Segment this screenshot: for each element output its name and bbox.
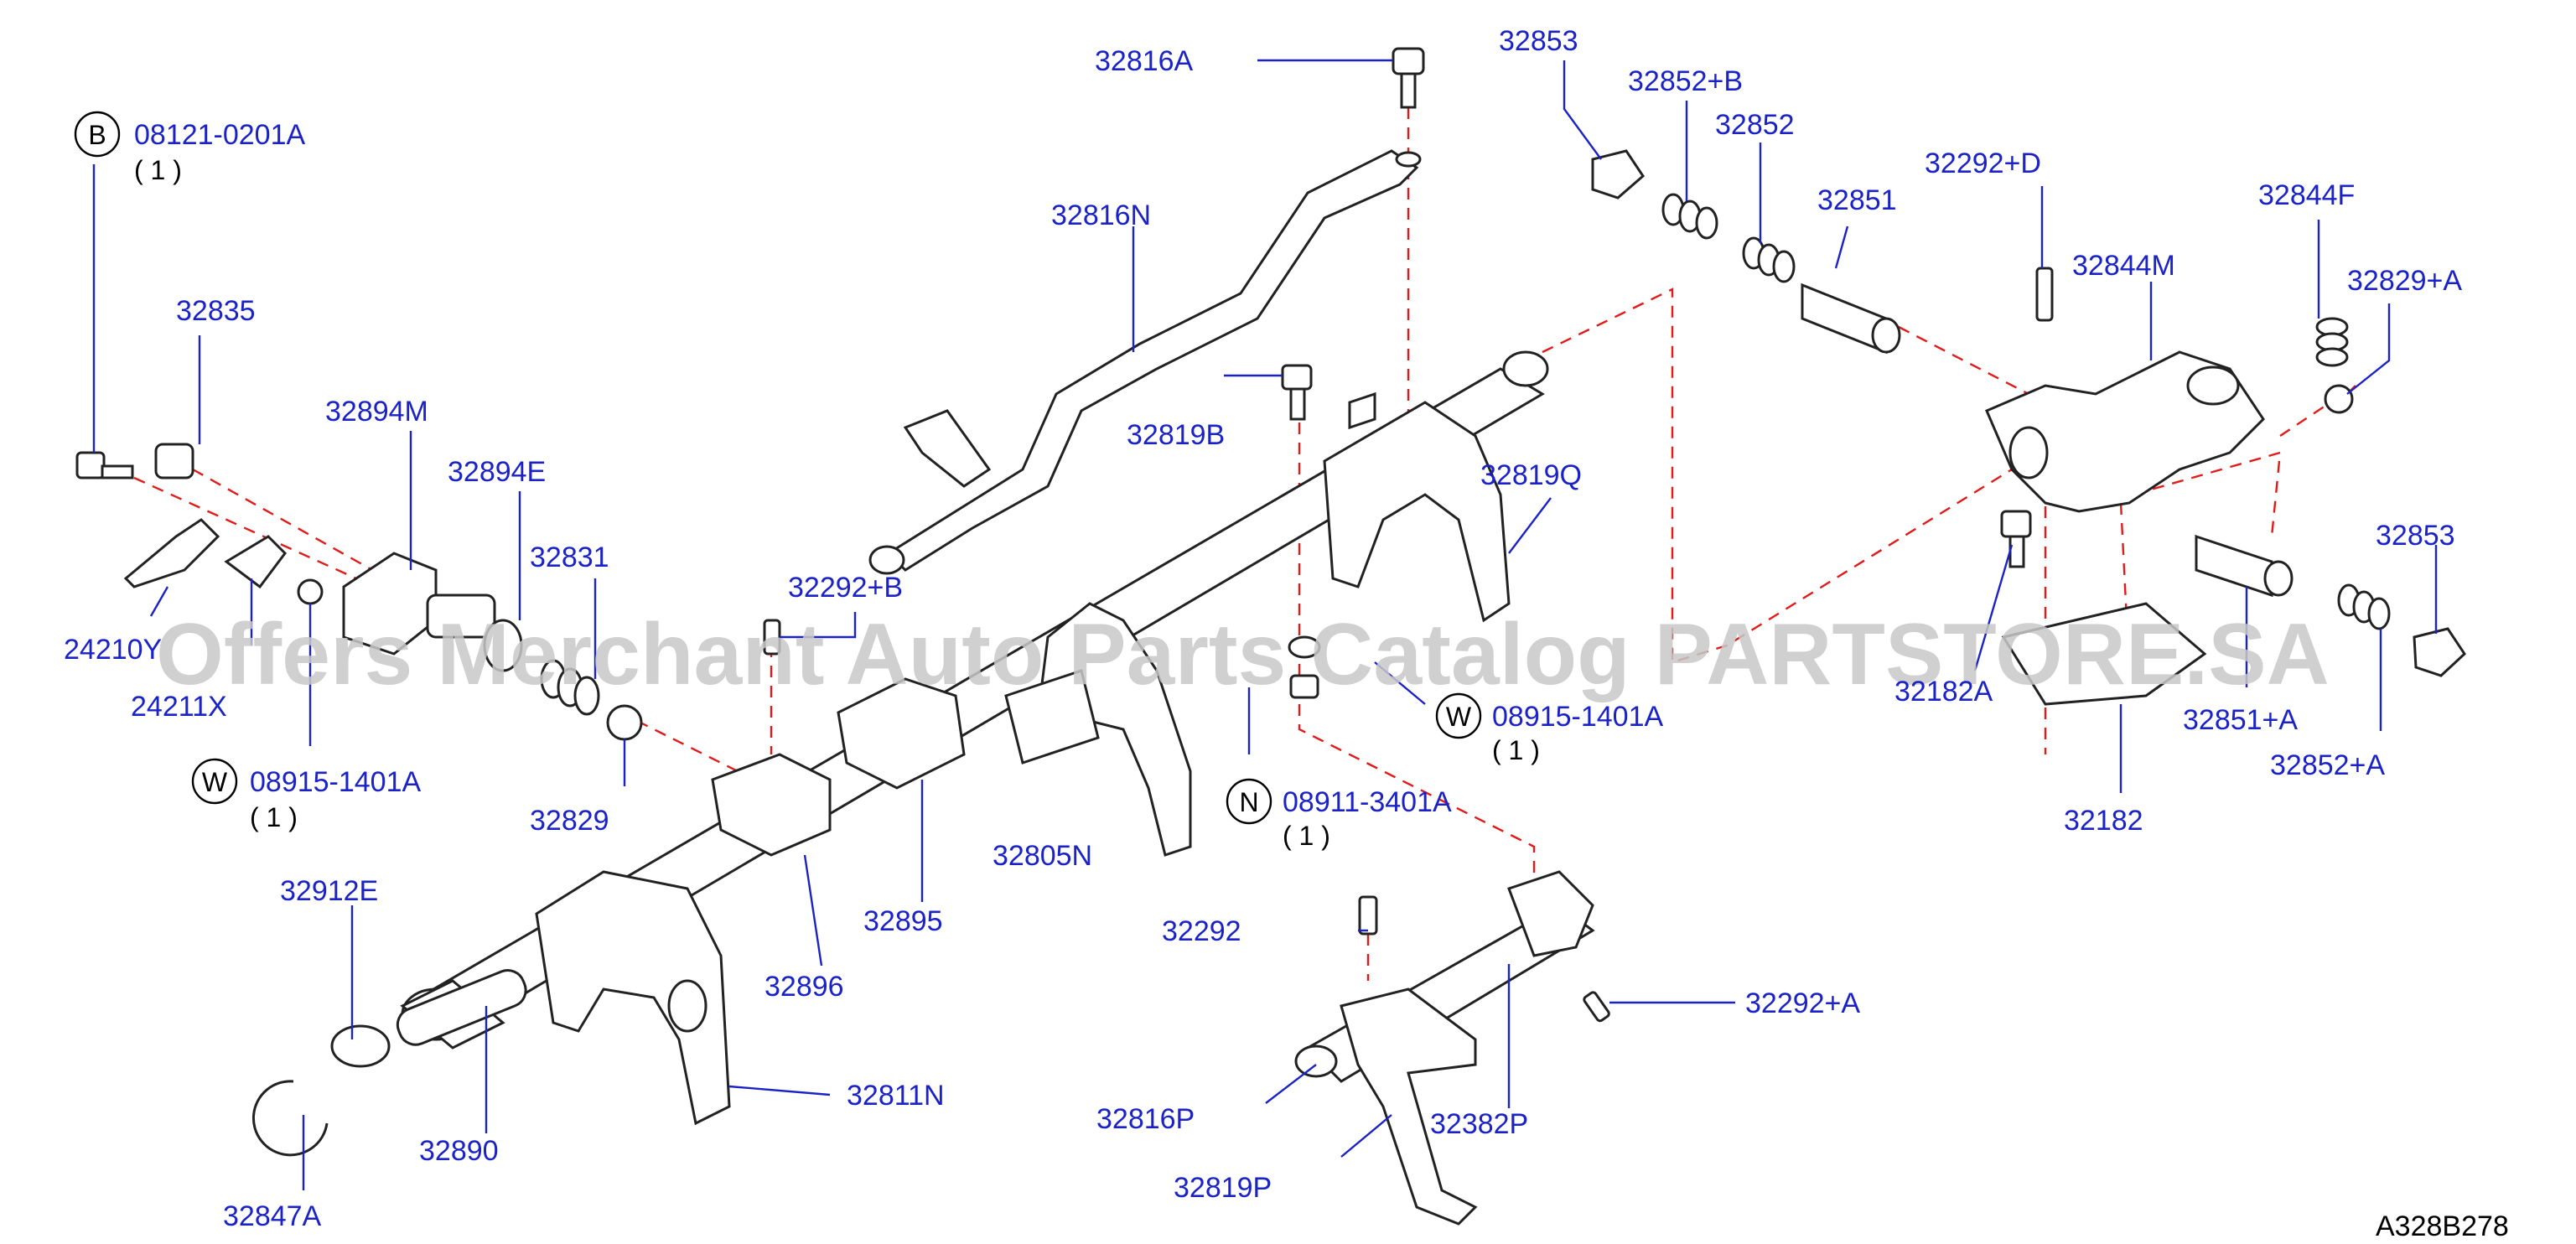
label-24211X[interactable]: 24211X <box>131 691 227 723</box>
label-32835[interactable]: 32835 <box>176 295 256 327</box>
label-32896[interactable]: 32896 <box>765 971 844 1003</box>
code-w-right-letter: W <box>1446 702 1472 732</box>
label-32805N[interactable]: 32805N <box>993 840 1092 872</box>
bolt-08121 <box>75 451 134 479</box>
code-circle-n: N <box>1226 778 1272 825</box>
bracket-24211X <box>224 535 287 589</box>
qty-08911: ( 1 ) <box>1283 821 1330 851</box>
bracket-32895 <box>837 677 966 790</box>
lever-32844M <box>1985 350 2265 513</box>
label-32890[interactable]: 32890 <box>419 1135 499 1167</box>
label-32853-right[interactable]: 32853 <box>2376 520 2455 552</box>
label-08121-0201A[interactable]: 08121-0201A <box>134 119 306 151</box>
label-32292A[interactable]: 32292+A <box>1745 987 1860 1019</box>
ball-32829 <box>606 704 643 741</box>
figure-id: A328B278 <box>2376 1210 2509 1242</box>
washer-08915-right <box>1288 635 1321 659</box>
label-24210[interactable]: 24210Y <box>64 634 162 666</box>
label-32829A[interactable]: 32829+A <box>2347 265 2462 297</box>
watermark-text: Offers Merchant Auto Parts Catalog PARTS… <box>156 606 2330 703</box>
code-circle-w-right: W <box>1435 692 1482 739</box>
label-32851[interactable]: 32851 <box>1817 184 1897 216</box>
code-w-left-letter: W <box>202 767 228 797</box>
bolt-32819B <box>1281 364 1313 421</box>
pin-32292A <box>1583 991 1610 1023</box>
code-circle-w-left: W <box>191 758 238 805</box>
label-32292[interactable]: 32292 <box>1162 915 1241 947</box>
code-circle-b: B <box>74 111 121 158</box>
snap-ring-32847A <box>252 1080 329 1157</box>
label-08915-right[interactable]: 08915-1401A <box>1492 701 1664 733</box>
washer-08915-left <box>297 578 324 605</box>
label-08915-left[interactable]: 08915-1401A <box>250 766 422 798</box>
label-32844F[interactable]: 32844F <box>2258 179 2355 211</box>
spring-32852 <box>1742 236 1796 283</box>
label-32182[interactable]: 32182 <box>2064 805 2143 837</box>
label-32829[interactable]: 32829 <box>530 805 609 837</box>
plunger-32851 <box>1801 282 1901 355</box>
oil-seal-32912E <box>330 1024 391 1068</box>
label-32894M[interactable]: 32894M <box>325 396 428 428</box>
label-32852B[interactable]: 32852+B <box>1628 65 1743 97</box>
label-32847A[interactable]: 32847A <box>223 1200 322 1232</box>
spring-32831 <box>540 659 600 716</box>
label-32292D[interactable]: 32292+D <box>1925 148 2041 179</box>
nut-08911 <box>1289 674 1319 699</box>
part-labels: 32816A 08121-0201A ( 1 ) 32816N 32853 32… <box>64 25 2462 1232</box>
shift-fork-32819Q <box>1323 391 1511 623</box>
label-32816N[interactable]: 32816N <box>1051 200 1151 231</box>
code-b-letter: B <box>88 120 106 150</box>
label-32182A[interactable]: 32182A <box>1894 676 1993 708</box>
label-32816A[interactable]: 32816A <box>1095 45 1194 77</box>
shift-fork-32805N <box>1004 602 1192 857</box>
lower-fork-assembly <box>1294 870 1595 1226</box>
ball-32829A <box>2324 384 2354 414</box>
label-32816P[interactable]: 32816P <box>1096 1103 1195 1135</box>
label-32819P[interactable]: 32819P <box>1174 1172 1272 1204</box>
plate-32182 <box>2001 602 2207 706</box>
label-32292B[interactable]: 32292+B <box>788 572 903 604</box>
label-32895[interactable]: 32895 <box>863 905 943 937</box>
shaft-32890 <box>396 969 527 1046</box>
plunger-32851A <box>2195 534 2294 598</box>
plug-32853-right <box>2413 627 2466 677</box>
housing-32894M <box>342 552 496 656</box>
label-32819B[interactable]: 32819B <box>1127 419 1225 451</box>
bolt-32816A <box>1392 47 1425 109</box>
label-32831[interactable]: 32831 <box>530 542 609 573</box>
label-32852A[interactable]: 32852+A <box>2270 749 2385 781</box>
qty-08915-right: ( 1 ) <box>1492 735 1540 765</box>
label-32912E[interactable]: 32912E <box>280 875 378 907</box>
label-32819Q[interactable]: 32819Q <box>1480 459 1582 491</box>
seal-32894E <box>483 619 523 672</box>
plug-32835 <box>154 443 194 479</box>
label-32852[interactable]: 32852 <box>1715 109 1795 141</box>
label-32851A[interactable]: 32851+A <box>2183 704 2298 736</box>
leader-lines <box>92 59 2438 1190</box>
qty-08121: ( 1 ) <box>134 155 182 185</box>
label-32811N[interactable]: 32811N <box>847 1080 945 1112</box>
shift-rod-32816N <box>868 149 1422 575</box>
bracket-32896 <box>711 753 832 857</box>
pin-32292D <box>2035 267 2054 322</box>
qty-08915-left: ( 1 ) <box>250 802 298 832</box>
pin-32292 <box>1358 895 1378 936</box>
label-32853-top[interactable]: 32853 <box>1499 25 1578 57</box>
spring-32852B <box>1661 193 1718 240</box>
spring-32852A <box>2337 583 2391 630</box>
bracket-24210 <box>123 518 220 588</box>
plug-32853-top <box>1591 149 1645 200</box>
label-32382P[interactable]: 32382P <box>1430 1108 1528 1140</box>
code-n-letter: N <box>1239 787 1258 817</box>
spring-32844F <box>2315 317 2349 367</box>
label-32894E[interactable]: 32894E <box>448 456 546 488</box>
bolt-32182A <box>2000 510 2032 568</box>
label-08911-3401A[interactable]: 08911-3401A <box>1283 786 1452 818</box>
label-32844M[interactable]: 32844M <box>2072 250 2175 282</box>
shift-fork-32811N <box>535 870 731 1126</box>
